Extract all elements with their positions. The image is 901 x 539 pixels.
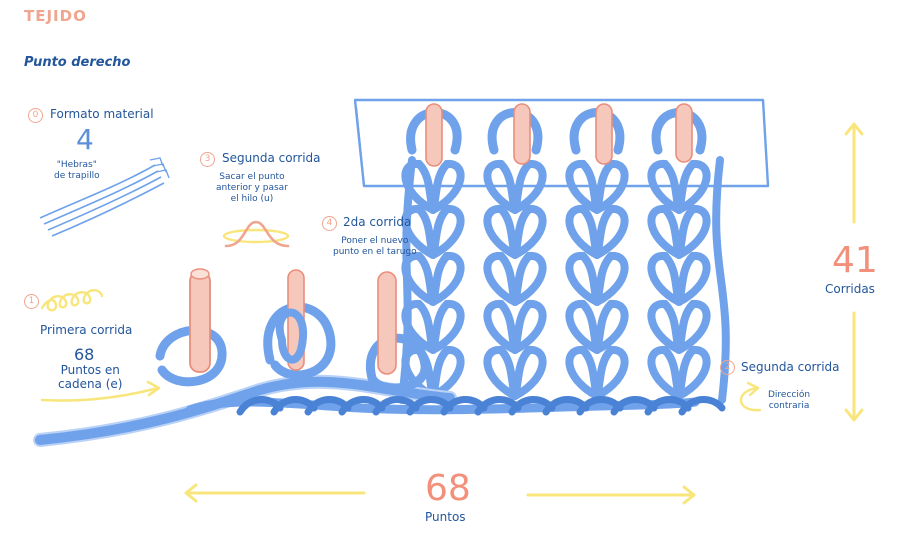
knitted-fabric: [398, 156, 730, 404]
stitch-loop: [511, 252, 547, 306]
stitch-loop: [511, 160, 547, 214]
stitch-loop: [401, 205, 437, 259]
direction-note: Dirección contraria: [768, 390, 811, 411]
stitch-loop: [511, 205, 547, 259]
stitch-loop: [401, 160, 437, 214]
stitch-loop: [429, 300, 465, 354]
stitch-loop: [647, 252, 683, 306]
stitch-loop: [565, 160, 601, 214]
step-3-note: Sacar el punto anterior y pasar el hilo …: [216, 172, 288, 204]
dimension-arrows: [184, 122, 864, 505]
page-title: TEJIDO: [24, 7, 87, 25]
fabric-edge: [712, 156, 730, 404]
stitch-loop: [593, 300, 629, 354]
step-0-badge: 0: [28, 108, 43, 123]
step-1-badge: 1: [24, 294, 39, 309]
stitch-loop: [483, 252, 519, 306]
stitch-loop: [429, 160, 465, 214]
stitch-loop: [675, 205, 711, 259]
chain-note: Puntos en cadena (e): [58, 363, 123, 391]
stitch-loop: [593, 160, 629, 214]
stitch-loop: [647, 346, 683, 400]
step-2-badge: 2: [720, 360, 735, 375]
direction-arrows: [40, 380, 762, 412]
page-subtitle: Punto derecho: [24, 55, 131, 70]
stitch-loop: [429, 205, 465, 259]
rows-count: 41: [832, 240, 878, 281]
step-3-title: Segunda corrida: [222, 151, 321, 165]
stitch-loop: [565, 252, 601, 306]
chain-link: [678, 396, 726, 416]
strand-note: "Hebras" de trapillo: [54, 160, 100, 181]
stitch-loop: [675, 346, 711, 400]
step-0-title: Formato material: [50, 107, 154, 121]
stitch-loop: [483, 300, 519, 354]
stitch-loop: [565, 300, 601, 354]
stitch-loop: [675, 252, 711, 306]
board-pegs: [406, 103, 707, 167]
yarn-strands-icon: [39, 157, 170, 237]
stitch-loop: [483, 346, 519, 400]
step-4-note: Poner el nuevo punto en el tarugo: [333, 236, 417, 257]
stitch-loop: [675, 300, 711, 354]
chain-curl-icon: [40, 289, 104, 312]
loose-pegs: [155, 268, 430, 393]
wrap-icon: [222, 220, 290, 248]
stitch-loop: [647, 160, 683, 214]
stitch-loop: [675, 160, 711, 214]
stitch-loop: [483, 205, 519, 259]
stitch-loop: [593, 346, 629, 400]
step-4-badge: 4: [322, 216, 337, 231]
stitch-loop: [593, 252, 629, 306]
step-1-title: Primera corrida: [40, 323, 133, 337]
rows-label: Corridas: [825, 282, 875, 296]
step-3-badge: 3: [200, 152, 215, 167]
fabric-edge: [398, 156, 416, 404]
stitch-loop: [647, 205, 683, 259]
stitches-count: 68: [425, 468, 471, 509]
stitch-loop: [401, 300, 437, 354]
stitch-loop: [593, 205, 629, 259]
stitch-loop: [483, 160, 519, 214]
stitch-loop: [565, 205, 601, 259]
stitch-loop: [429, 252, 465, 306]
stitch-loop: [647, 300, 683, 354]
step-2-title: Segunda corrida: [741, 360, 840, 374]
stitch-loop: [429, 346, 465, 400]
strand-count: 4: [76, 123, 94, 156]
stitch-loop: [511, 300, 547, 354]
chain-stitches: [236, 396, 726, 416]
step-4-title: 2da corrida: [343, 215, 412, 229]
stitch-loop: [511, 346, 547, 400]
stitches-label: Puntos: [425, 510, 466, 524]
stitch-loop: [401, 252, 437, 306]
chain-count: 68: [74, 345, 95, 364]
stitch-loop: [565, 346, 601, 400]
